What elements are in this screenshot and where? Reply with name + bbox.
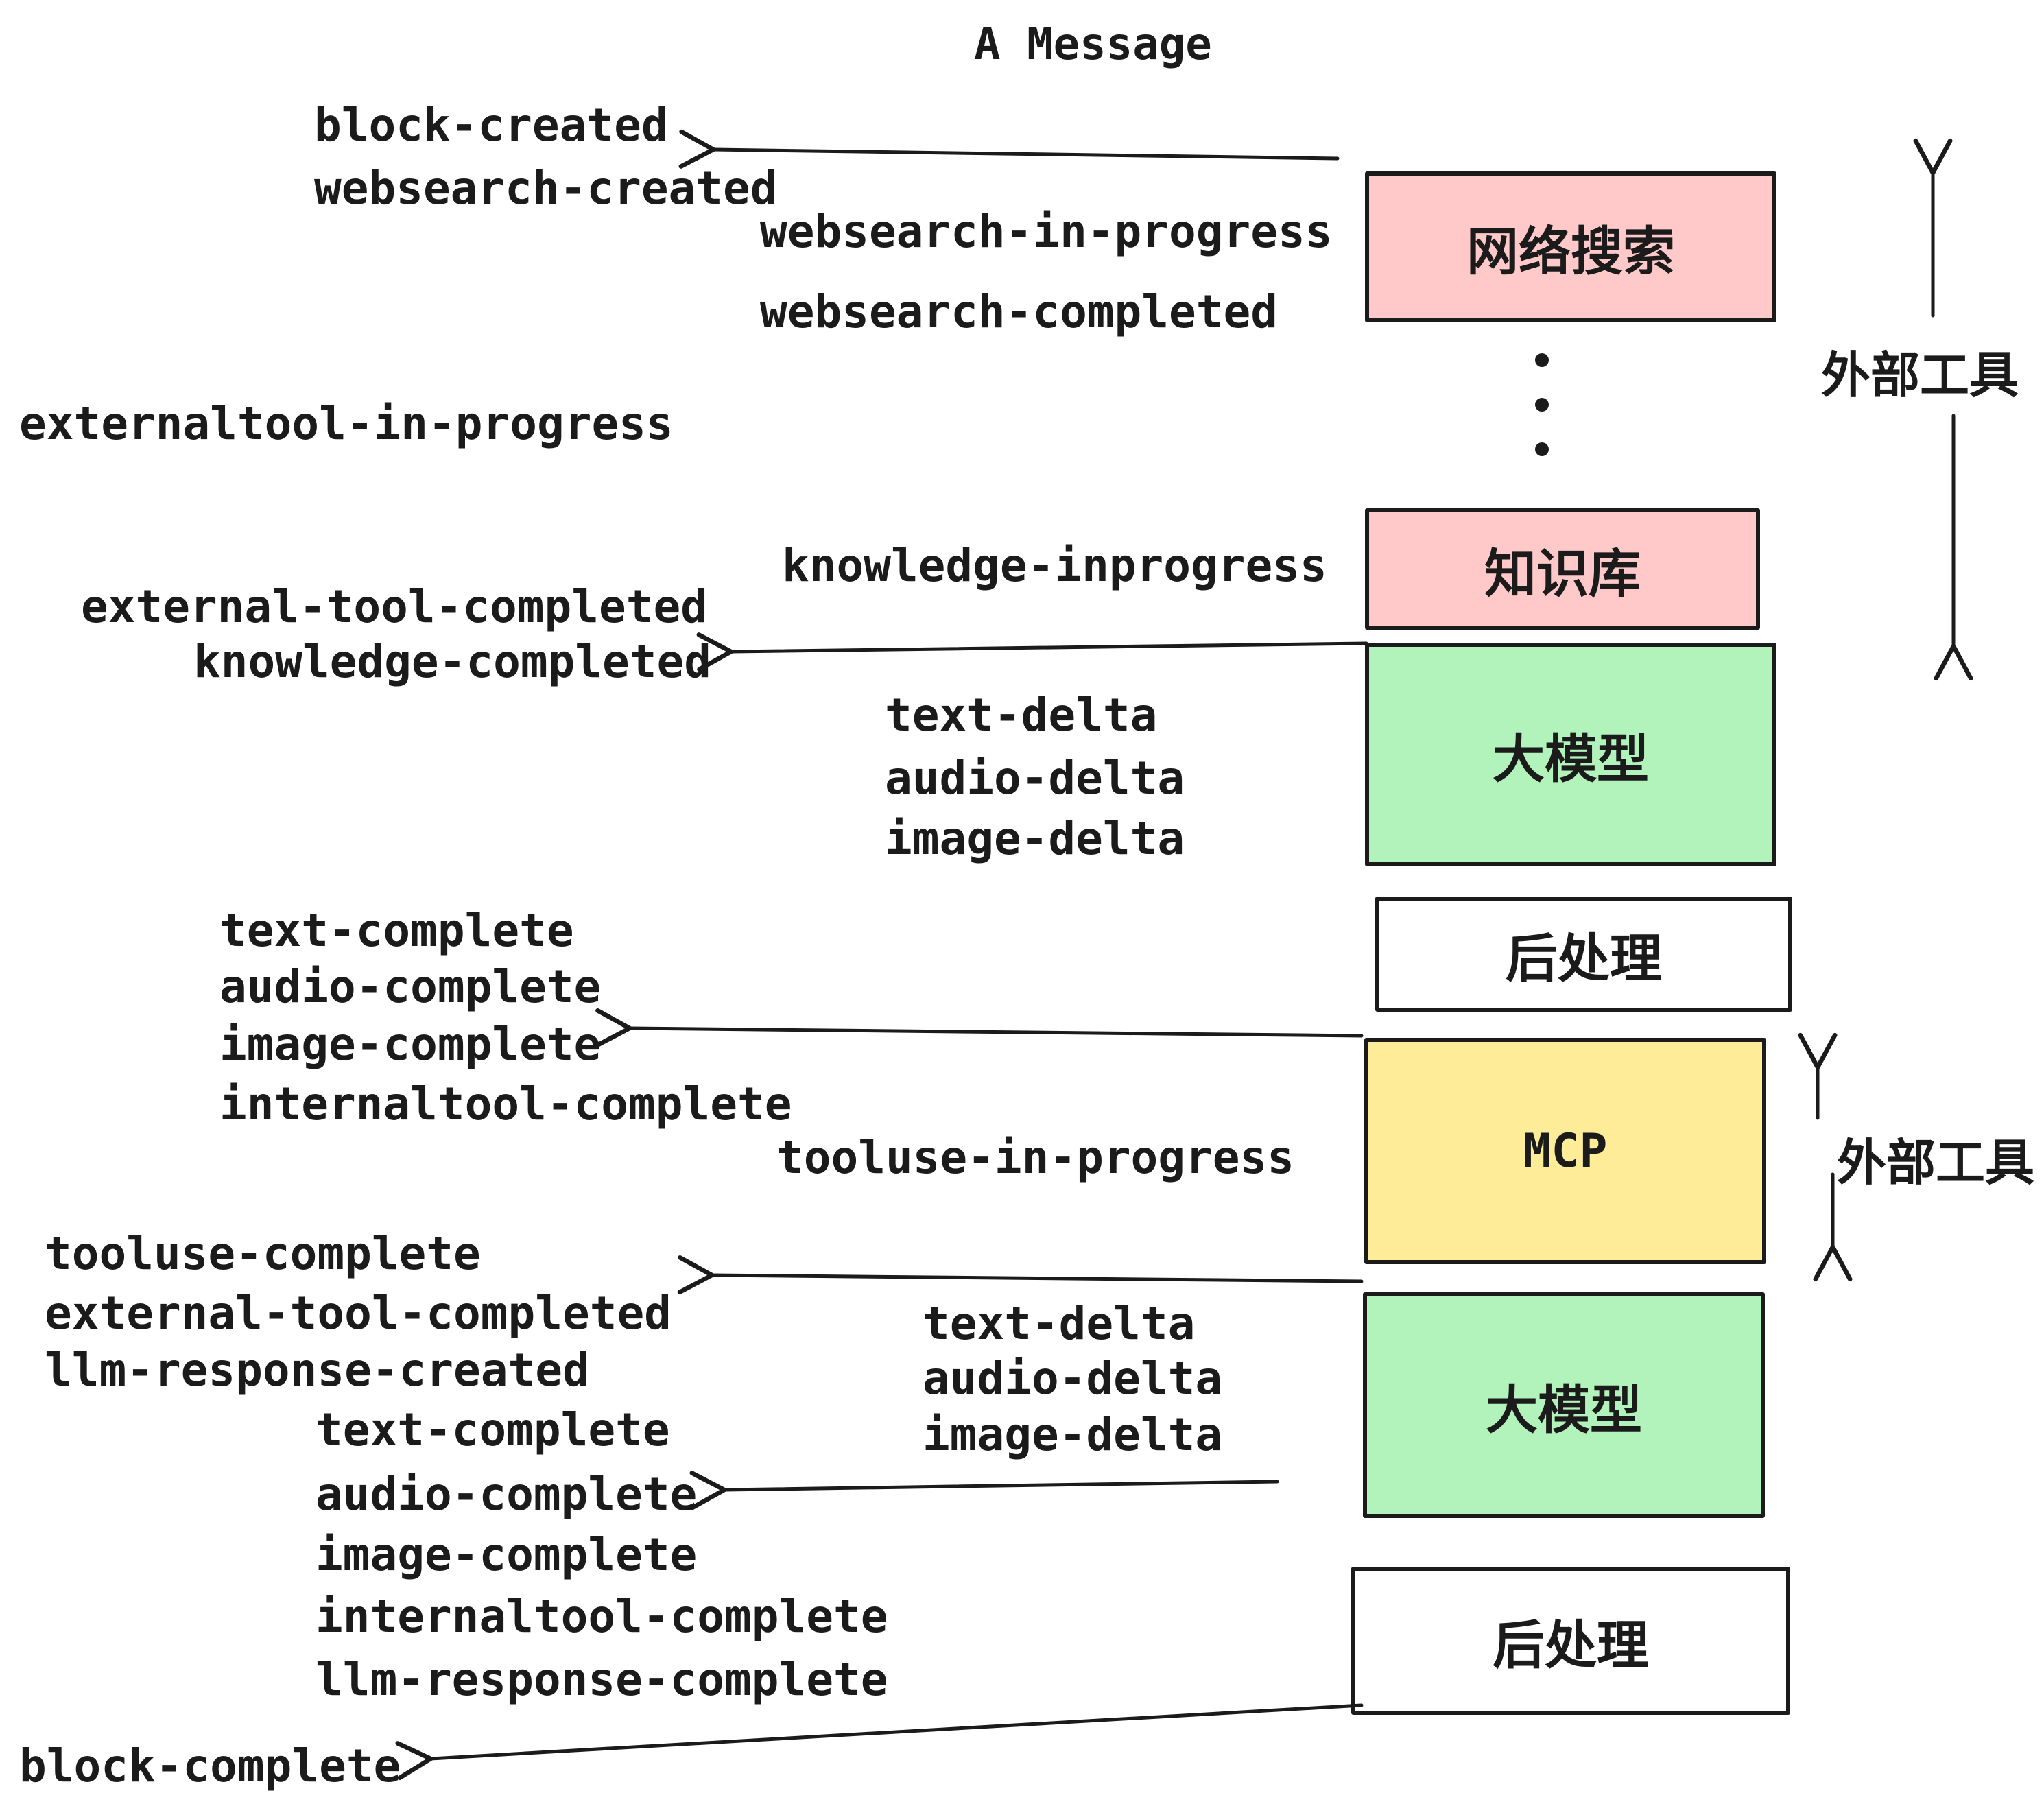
event-label-tooluse-complete: tooluse-complete xyxy=(45,1227,481,1280)
event-label-image-complete-2: image-complete xyxy=(316,1528,698,1581)
box-mcp: MCP xyxy=(1364,1038,1766,1264)
arrow-to-knowledge-completed xyxy=(696,632,1368,672)
event-label-text-complete-2: text-complete xyxy=(316,1403,670,1456)
event-label-external-tool-completed-2: external-tool-completed xyxy=(45,1287,672,1340)
external-tools-label-top: 外部工具 xyxy=(1821,348,2019,403)
event-label-websearch-completed: websearch-completed xyxy=(760,285,1278,338)
event-label-audio-delta-1: audio-delta xyxy=(885,752,1185,805)
arrow-to-block-created xyxy=(678,129,1340,169)
box-postprocess-bottom-label: 后处理 xyxy=(1493,1617,1649,1675)
event-label-websearch-in-progress: websearch-in-progress xyxy=(760,205,1333,258)
event-label-llm-response-complete: llm-response-complete xyxy=(316,1653,888,1706)
box-mcp-label: MCP xyxy=(1523,1124,1608,1178)
event-label-tooluse-in-progress: tooluse-in-progress xyxy=(776,1131,1294,1184)
box-postprocess-top: 后处理 xyxy=(1375,897,1792,1012)
arrow-to-tooluse-complete xyxy=(677,1255,1364,1295)
box-postprocess-top-label: 后处理 xyxy=(1506,930,1662,988)
box-llm-bottom: 大模型 xyxy=(1363,1292,1765,1518)
ellipsis-dot xyxy=(1535,442,1549,456)
event-label-image-complete-1: image-complete xyxy=(219,1018,602,1071)
vertical-ellipsis xyxy=(1535,353,1549,456)
event-label-text-delta-1: text-delta xyxy=(885,689,1158,741)
box-postprocess-bottom: 后处理 xyxy=(1351,1567,1790,1715)
ellipsis-dot xyxy=(1535,353,1549,367)
box-knowledge: 知识库 xyxy=(1365,508,1760,630)
event-label-audio-complete-1: audio-complete xyxy=(219,960,602,1013)
event-label-text-delta-2: text-delta xyxy=(923,1297,1196,1350)
arrow-to-image-complete xyxy=(595,1008,1364,1048)
event-label-image-delta-2: image-delta xyxy=(923,1408,1223,1461)
event-label-external-tool-completed-1: external-tool-completed xyxy=(81,580,708,633)
event-label-audio-delta-2: audio-delta xyxy=(923,1352,1223,1405)
diagram-title: A Message xyxy=(974,19,1212,70)
event-label-externaltool-in-progress: externaltool-in-progress xyxy=(19,397,674,450)
box-websearch-label: 网络搜索 xyxy=(1466,223,1675,281)
box-llm-top: 大模型 xyxy=(1365,643,1776,866)
ellipsis-dot xyxy=(1535,398,1549,412)
box-websearch: 网络搜索 xyxy=(1365,171,1776,322)
box-knowledge-label: 知识库 xyxy=(1484,545,1641,604)
event-label-internaltool-complete-1: internaltool-complete xyxy=(219,1078,792,1130)
event-label-llm-response-created: llm-response-created xyxy=(45,1344,590,1397)
event-label-knowledge-completed: knowledge-completed xyxy=(193,635,711,688)
event-label-websearch-created: websearch-created xyxy=(314,162,778,215)
event-label-text-complete-1: text-complete xyxy=(219,904,574,957)
box-llm-bottom-label: 大模型 xyxy=(1486,1381,1642,1440)
arrow-to-audio-complete xyxy=(689,1471,1279,1510)
event-label-internaltool-complete-2: internaltool-complete xyxy=(316,1590,888,1643)
event-label-block-complete: block-complete xyxy=(19,1740,401,1792)
event-label-block-created: block-created xyxy=(314,99,669,152)
event-label-audio-complete-2: audio-complete xyxy=(316,1468,698,1521)
event-label-knowledge-inprogress: knowledge-inprogress xyxy=(782,539,1327,592)
external-tools-label-mcp: 外部工具 xyxy=(1837,1136,2035,1191)
box-llm-top-label: 大模型 xyxy=(1493,731,1649,789)
event-label-image-delta-1: image-delta xyxy=(885,812,1185,865)
arrow-to-block-complete xyxy=(395,1703,1364,1781)
